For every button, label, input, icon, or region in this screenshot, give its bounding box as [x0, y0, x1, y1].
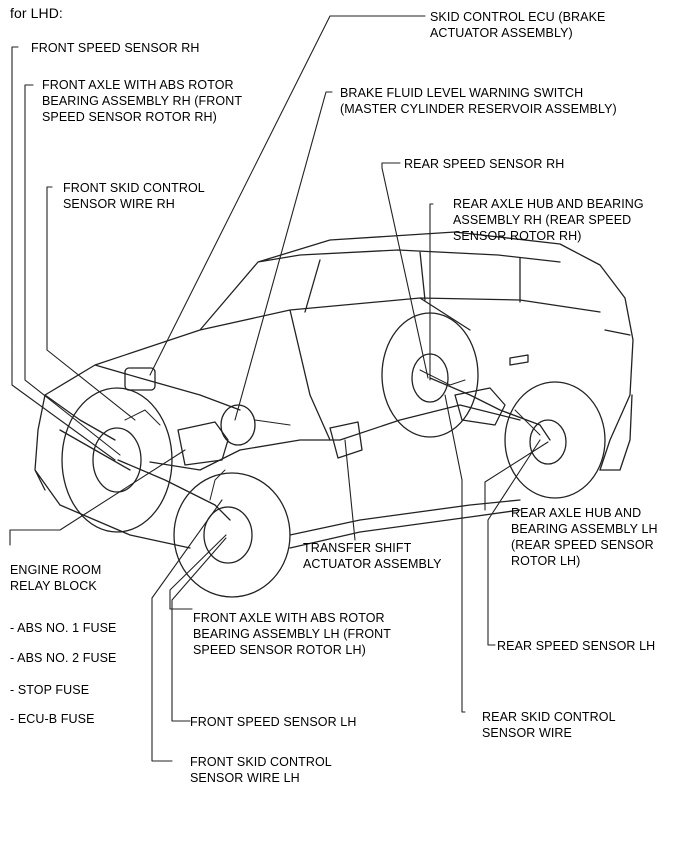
front-left-wheel: [173, 472, 291, 598]
label-engine-room-relay: ENGINE ROOM RELAY BLOCK: [10, 563, 102, 593]
front-right-rotor: [92, 427, 142, 493]
fuse-item-ecu-b: - ECU-B FUSE: [10, 712, 95, 726]
transfer-shift-actuator-shape: [329, 421, 363, 459]
header-text: for LHD:: [10, 5, 63, 21]
rear-differential-shape: [454, 387, 506, 426]
label-front-axle-abs-lh: FRONT AXLE WITH ABS ROTOR BEARING ASSEMB…: [193, 611, 392, 657]
label-skid-control-ecu: SKID CONTROL ECU (BRAKE ACTUATOR ASSEMBL…: [430, 10, 606, 40]
label-brake-fluid-switch: BRAKE FLUID LEVEL WARNING SWITCH (MASTER…: [340, 86, 617, 116]
drive-shaft: [239, 404, 521, 451]
label-rear-axle-hub-rh: REAR AXLE HUB AND BEARING ASSEMBLY RH (R…: [453, 197, 644, 243]
front-left-rotor: [203, 506, 253, 564]
front-axle: [117, 449, 241, 521]
leader-lines: [9, 15, 549, 762]
rear-left-wheel: [504, 381, 606, 499]
label-front-speed-sensor-rh: FRONT SPEED SENSOR RH: [31, 41, 200, 55]
side-step: [289, 499, 521, 549]
label-front-skid-wire-lh: FRONT SKID CONTROL SENSOR WIRE LH: [190, 755, 332, 785]
label-rear-speed-sensor-rh: REAR SPEED SENSOR RH: [404, 157, 565, 171]
rear-bumper: [599, 329, 633, 471]
vehicle-body-outline: [34, 231, 634, 549]
label-front-axle-abs-rh: FRONT AXLE WITH ABS ROTOR BEARING ASSEMB…: [42, 78, 243, 124]
skid-control-ecu-shape: [124, 367, 156, 391]
fuse-item-abs-no-1: - ABS NO. 1 FUSE: [10, 621, 117, 635]
engine-room-relay-block-shape: [177, 421, 229, 466]
label-rear-skid-wire: REAR SKID CONTROL SENSOR WIRE: [482, 710, 616, 740]
master-cylinder-shape: [220, 404, 256, 446]
skid-control-wiring: [124, 369, 541, 501]
rear-left-rotor: [529, 419, 567, 465]
label-transfer-shift: TRANSFER SHIFT ACTUATOR ASSEMBLY: [303, 541, 442, 571]
rear-axle: [429, 377, 551, 441]
fuse-item-abs-no-2: - ABS NO. 2 FUSE: [10, 651, 117, 665]
label-front-speed-sensor-lh: FRONT SPEED SENSOR LH: [190, 715, 357, 729]
label-rear-axle-hub-lh: REAR AXLE HUB AND BEARING ASSEMBLY LH (R…: [511, 506, 658, 568]
door-handle: [509, 354, 529, 366]
front-right-wheel: [61, 387, 173, 533]
label-rear-speed-sensor-lh: REAR SPEED SENSOR LH: [497, 639, 656, 653]
label-front-skid-wire-rh: FRONT SKID CONTROL SENSOR WIRE RH: [63, 181, 205, 211]
fuse-item-stop: - STOP FUSE: [10, 683, 90, 697]
